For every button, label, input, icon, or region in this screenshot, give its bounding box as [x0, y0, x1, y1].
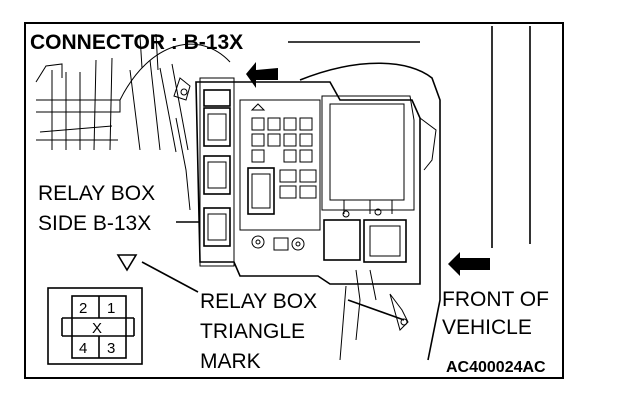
pin-x-marker: X [92, 320, 102, 337]
pin-2: 2 [79, 300, 87, 317]
connector-arrow [246, 62, 278, 88]
connector-pinout [47, 287, 143, 365]
relay-box-side-label-line1: RELAY BOX [38, 182, 155, 205]
relay-box [195, 77, 421, 361]
background-wiring [35, 33, 231, 211]
front-of-vehicle-line2: VEHICLE [442, 316, 532, 339]
front-arrow [448, 252, 490, 276]
pin-3: 3 [107, 340, 115, 357]
relay-box-side-label-line2: SIDE B-13X [38, 212, 151, 235]
triangle-mark-label-line1: RELAY BOX [200, 290, 317, 313]
triangle-mark-icon [116, 254, 138, 272]
relay-box-triangle-leader [347, 299, 405, 321]
front-of-vehicle-line1: FRONT OF [442, 288, 549, 311]
body-panel-outline [299, 26, 531, 361]
triangle-mark-leader [141, 261, 199, 293]
pin-1: 1 [107, 300, 115, 317]
figure-code: AC400024AC [446, 359, 546, 376]
triangle-mark-label-line3: MARK [200, 350, 261, 373]
pin-4: 4 [79, 340, 87, 357]
connector-label: CONNECTOR : B-13X [30, 31, 243, 54]
triangle-mark-label-line2: TRIANGLE [200, 320, 305, 343]
